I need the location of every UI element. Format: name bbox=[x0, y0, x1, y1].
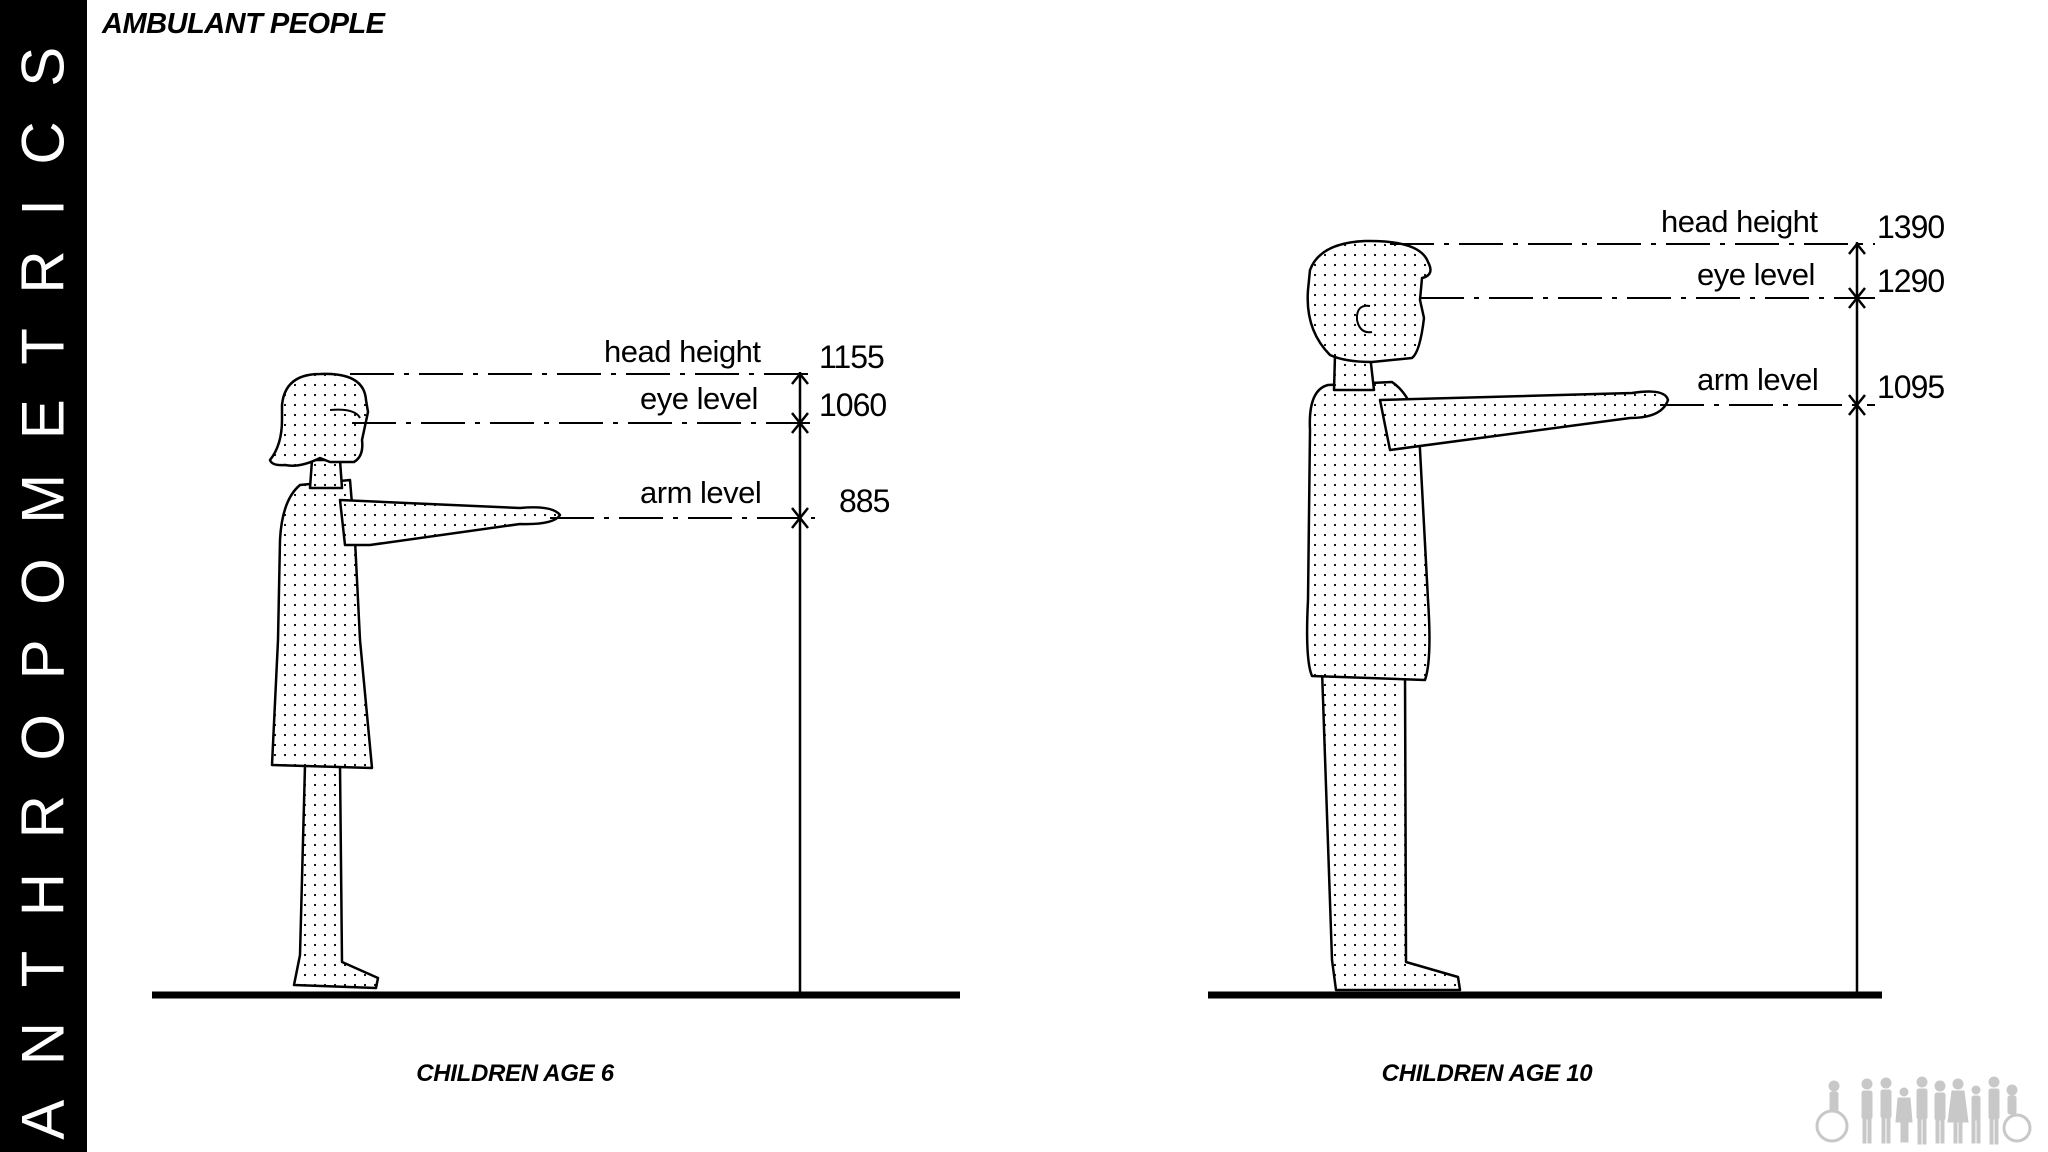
level-label: arm level bbox=[1697, 362, 1818, 397]
level-value: 1390 bbox=[1877, 209, 1944, 245]
child-age-6-figure bbox=[268, 372, 562, 990]
level-value: 1290 bbox=[1877, 263, 1944, 299]
level-value: 1060 bbox=[819, 387, 886, 423]
sidebar: ANTHROPOMETRICS bbox=[0, 0, 87, 1152]
people-group-icon bbox=[1815, 1076, 2032, 1145]
wheelchair-user-icon bbox=[1815, 1080, 1849, 1143]
page-title: AMBULANT PEOPLE bbox=[102, 8, 385, 40]
figure-caption: CHILDREN AGE 6 bbox=[416, 1060, 614, 1087]
level-label: head height bbox=[604, 334, 761, 369]
level-value: 1095 bbox=[1877, 369, 1944, 405]
level-label: head height bbox=[1661, 204, 1818, 239]
child-age-10-figure bbox=[1305, 239, 1670, 992]
figure-caption: CHILDREN AGE 10 bbox=[1381, 1060, 1593, 1087]
wheelchair-user-icon bbox=[2002, 1084, 2032, 1143]
child-age-6-dimensions: head height 1155 eye level 1060 arm leve… bbox=[152, 334, 960, 999]
level-label: arm level bbox=[640, 475, 761, 510]
child-age-10-dimensions: head height 1390 eye level 1290 arm leve… bbox=[1208, 204, 1945, 999]
level-label: eye level bbox=[640, 381, 758, 416]
level-label: eye level bbox=[1697, 257, 1815, 292]
level-value: 1155 bbox=[819, 339, 884, 375]
level-value: 885 bbox=[839, 483, 890, 519]
